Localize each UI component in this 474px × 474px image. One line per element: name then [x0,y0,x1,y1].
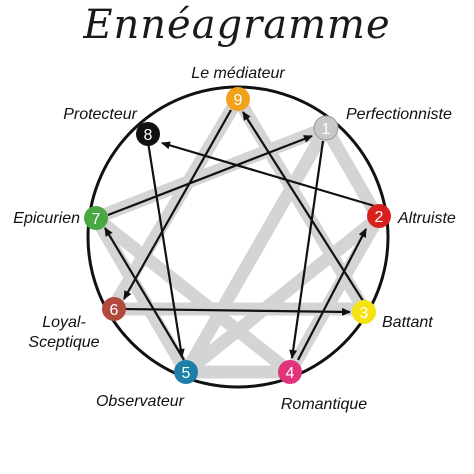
node-7: 7 [84,206,108,230]
arrow-2-8 [161,141,379,209]
arrow-8-5 [146,141,185,358]
node-6: 6 [102,297,126,321]
node-6-circle [102,297,126,321]
node-1-circle [313,115,339,141]
label-7: Epicurien [13,210,80,227]
node-4: 4 [278,360,302,384]
node-1: 1 [313,115,339,141]
node-5-number: 5 [182,365,191,382]
label-2: Altruiste [397,210,456,227]
label-5: Observateur [96,393,185,410]
arrows [104,109,379,361]
node-2-number: 2 [375,209,384,226]
node-2-circle [367,204,391,228]
label-6-line1: Loyal- [42,314,86,331]
node-7-number: 7 [92,211,101,228]
label-3: Battant [382,314,433,331]
label-6-line2: Sceptique [28,334,99,351]
enneagram-circle [86,85,390,389]
label-4: Romantique [281,396,367,413]
arrow-4-2 [297,228,367,361]
node-6-number: 6 [110,302,119,319]
arrow-7-1 [107,134,313,217]
node-8-number: 8 [144,127,153,144]
node-8-circle [136,122,160,146]
arrow-1-4 [289,140,325,359]
node-2: 2 [367,204,391,228]
page-title: Ennéagramme [83,2,391,48]
node-9: 9 [226,87,250,111]
node-3-number: 3 [360,305,369,322]
node-5-circle [174,360,198,384]
arrow-5-7 [104,227,185,361]
node-9-number: 9 [234,92,243,109]
node-4-number: 4 [286,365,295,382]
node-7-circle [84,206,108,230]
node-5: 5 [174,360,198,384]
node-3-circle [352,300,376,324]
label-8: Protecteur [63,106,137,123]
background-hexad [89,121,385,379]
label-9: Le médiateur [191,65,285,82]
node-8: 8 [136,122,160,146]
node-4-circle [278,360,302,384]
node-9-circle [226,87,250,111]
arrow-6-3 [122,307,351,316]
arrow-9-6 [123,109,232,300]
node-1-number: 1 [322,121,331,138]
label-1: Perfectionniste [346,106,452,123]
node-3: 3 [352,300,376,324]
